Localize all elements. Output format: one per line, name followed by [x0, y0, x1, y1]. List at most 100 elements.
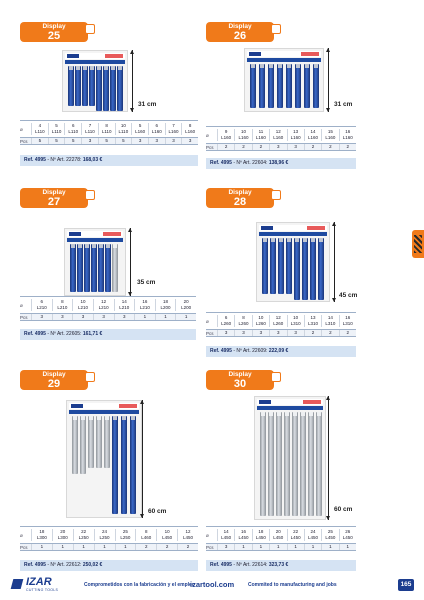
- pcs-cell: 2: [321, 330, 338, 336]
- pcs-cell: 1: [234, 544, 251, 550]
- diameter-cell: 5 L160: [131, 123, 148, 135]
- display-word: Display: [228, 189, 252, 196]
- reference-bar: Ref. 4995 - Nº Art. 22612: 250,02 €: [20, 560, 198, 571]
- display-number: 29: [47, 377, 61, 390]
- diameter-cell: 10 L160: [234, 129, 251, 141]
- diameter-cell: 8 L110: [97, 123, 115, 135]
- product-photo: [244, 48, 326, 112]
- pcs-cell: 2: [217, 144, 234, 150]
- diameter-cell: 25 L450: [321, 529, 338, 541]
- pcs-header: Pcs: [20, 138, 28, 144]
- drill-bit: [77, 244, 83, 292]
- pcs-cell: 3: [181, 138, 198, 144]
- diameter-cell: 16 L450: [234, 529, 251, 541]
- diameter-cell: 10 L450: [156, 529, 177, 541]
- drill-bit: [89, 66, 95, 106]
- height-dimension: [326, 396, 330, 520]
- drill-bit: [82, 66, 88, 106]
- height-dimension: [140, 400, 144, 518]
- reference-bar: Ref. 4995 - Nº Art. 22278: 168,03 €: [20, 155, 198, 166]
- ref-label: Ref. 4995: [24, 157, 46, 163]
- footer-bar: Comprometidos con la fabricación y el em…: [80, 580, 360, 590]
- diameter-cell: 16 L310: [338, 315, 356, 327]
- drill-bit: [270, 238, 276, 294]
- drill-bit: [302, 238, 308, 300]
- drill-bit: [292, 412, 298, 516]
- drill-bit: [68, 66, 74, 106]
- drill-bit: [316, 412, 322, 516]
- height-dimension: [332, 222, 336, 302]
- pcs-cell: 3: [147, 138, 165, 144]
- diameter-cell: 24 L450: [303, 529, 321, 541]
- reference-bar: Ref. 4995 - Nº Art. 22605: 161,71 €: [20, 329, 196, 340]
- pcs-cell: 2: [321, 144, 338, 150]
- diameter-header: ø: [20, 126, 23, 132]
- pcs-cell: 1: [251, 544, 269, 550]
- diameter-cell: 7 L160: [164, 123, 182, 135]
- ref-label: Ref. 4995: [210, 160, 232, 166]
- diameter-cell: 15 L160: [321, 129, 338, 141]
- display-word: Display: [228, 23, 252, 30]
- pcs-cell: 3: [217, 544, 234, 550]
- diameter-cell: 18 L300: [31, 529, 52, 541]
- pcs-cell: 1: [303, 544, 321, 550]
- drill-bit: [259, 64, 265, 108]
- slogan-en: Commited to manufacturing and jobs: [248, 582, 337, 588]
- drill-bit: [112, 244, 118, 292]
- pcs-cell: 1: [93, 544, 115, 550]
- drill-bit: [117, 66, 123, 111]
- diameter-cell: 10 L110: [114, 123, 132, 135]
- pcs-cell: 3: [92, 314, 114, 320]
- diameter-cell: 13 L310: [303, 315, 321, 327]
- diameter-cell: 11 L160: [251, 129, 269, 141]
- drill-bit: [70, 244, 76, 292]
- display-word: Display: [42, 189, 66, 196]
- website-link[interactable]: izartool.com: [190, 580, 235, 589]
- drill-bit: [268, 64, 274, 108]
- drill-bit: [91, 244, 97, 292]
- height-label: 35 cm: [137, 279, 156, 286]
- drill-bit: [96, 66, 102, 111]
- diameter-cell: 8 L210: [51, 299, 73, 311]
- reference-bar: Ref. 4995 - Nº Art. 22614: 323,73 €: [206, 560, 356, 571]
- diameter-header: ø: [20, 532, 23, 538]
- pcs-cell: 1: [175, 314, 196, 320]
- article-number: - Nº Art. 22604:: [231, 160, 269, 166]
- display-number: 25: [47, 29, 61, 42]
- diameter-cell: 16 L210: [134, 299, 155, 311]
- display-number: 26: [233, 29, 247, 42]
- pcs-cell: 2: [338, 144, 356, 150]
- diameter-cell: 5 L110: [47, 123, 65, 135]
- article-number: - Nº Art. 22614:: [231, 562, 269, 568]
- pcs-cell: 3: [81, 138, 98, 144]
- drill-bit: [260, 412, 266, 516]
- pcs-cell: 5: [64, 138, 81, 144]
- diameter-cell: 8 L160: [181, 123, 198, 135]
- drill-bit: [112, 416, 118, 514]
- drill-bit: [284, 412, 290, 516]
- diameter-cell: 26 L450: [338, 529, 356, 541]
- diameter-cell: 13 L160: [286, 129, 304, 141]
- pcs-cell: 2: [303, 330, 321, 336]
- display-word: Display: [228, 371, 252, 378]
- pcs-cell: 1: [338, 544, 356, 550]
- reference-bar: Ref. 4995 - Nº Art. 22609: 222,09 €: [206, 346, 356, 357]
- pcs-cell: 5: [47, 138, 65, 144]
- diameter-header: ø: [206, 318, 209, 324]
- badge-box-icon: [85, 190, 95, 200]
- diameter-cell: 18 L450: [251, 529, 269, 541]
- article-number: - Nº Art. 22605:: [45, 331, 83, 337]
- diameter-cell: 8 L260: [234, 315, 251, 327]
- pcs-header: Pcs: [20, 314, 28, 320]
- drill-bit: [276, 412, 282, 516]
- diameter-cell: 9 L160: [217, 129, 234, 141]
- diameter-cell: 20 L450: [269, 529, 286, 541]
